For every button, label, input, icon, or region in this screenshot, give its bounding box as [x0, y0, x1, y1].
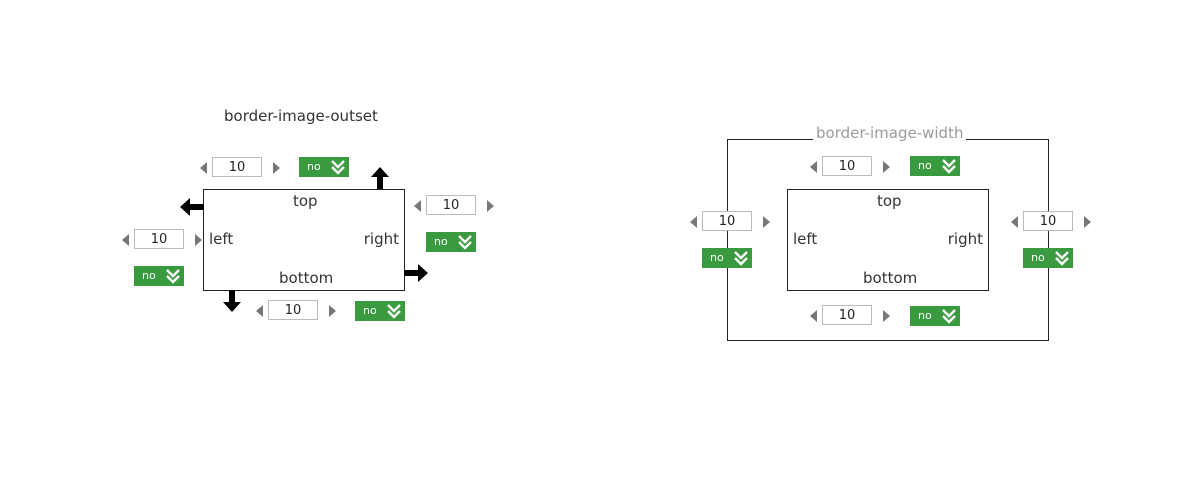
box-label-right: right — [947, 230, 983, 248]
toggle-label: no — [710, 251, 724, 264]
double-chevron-down-icon — [1055, 251, 1069, 266]
toggle-label: no — [1031, 251, 1045, 264]
width-bottom-toggle[interactable]: no — [910, 306, 960, 326]
double-chevron-down-icon — [458, 235, 472, 250]
outset-right-spinner — [414, 195, 494, 217]
outset-left-increment-icon[interactable] — [195, 234, 202, 246]
outset-bottom-input[interactable] — [268, 300, 318, 320]
outset-right-arrow-icon — [404, 264, 428, 282]
double-chevron-down-icon — [942, 159, 956, 174]
width-top-toggle[interactable]: no — [910, 156, 960, 176]
box-label-bottom: bottom — [279, 269, 334, 287]
width-left-input[interactable] — [702, 211, 752, 231]
double-chevron-down-icon — [387, 304, 401, 319]
outset-left-arrow-icon — [180, 198, 204, 216]
width-top-spinner — [810, 156, 890, 178]
width-bottom-increment-icon[interactable] — [883, 310, 890, 322]
box-label-top: top — [293, 192, 318, 210]
box-label-bottom: bottom — [863, 269, 918, 287]
width-left-spinner — [690, 211, 770, 233]
double-chevron-down-icon — [331, 160, 345, 175]
outset-bottom-arrow-icon — [223, 290, 241, 312]
toggle-label: no — [434, 235, 448, 248]
box-label-top: top — [877, 192, 902, 210]
double-chevron-down-icon — [734, 251, 748, 266]
width-preview-box: top left right bottom — [787, 189, 989, 291]
width-right-input[interactable] — [1023, 211, 1073, 231]
outset-left-spinner — [122, 229, 202, 251]
double-chevron-down-icon — [942, 309, 956, 324]
width-top-increment-icon[interactable] — [883, 161, 890, 173]
width-bottom-input[interactable] — [822, 305, 872, 325]
toggle-label: no — [307, 160, 321, 173]
toggle-label: no — [142, 269, 156, 282]
outset-preview-box: top left right bottom — [203, 189, 405, 291]
outset-top-toggle[interactable]: no — [299, 157, 349, 177]
toggle-label: no — [918, 309, 932, 322]
width-top-decrement-icon[interactable] — [810, 161, 817, 173]
outset-bottom-decrement-icon[interactable] — [256, 305, 263, 317]
width-right-increment-icon[interactable] — [1084, 216, 1091, 228]
outset-top-increment-icon[interactable] — [273, 162, 280, 174]
outset-top-input[interactable] — [212, 157, 262, 177]
outset-bottom-increment-icon[interactable] — [329, 305, 336, 317]
width-right-toggle[interactable]: no — [1023, 248, 1073, 268]
width-bottom-spinner — [810, 305, 890, 327]
outset-right-toggle[interactable]: no — [426, 232, 476, 252]
width-left-toggle[interactable]: no — [702, 248, 752, 268]
width-right-spinner — [1011, 211, 1091, 233]
toggle-label: no — [918, 159, 932, 172]
outset-title: border-image-outset — [224, 107, 378, 125]
outset-bottom-toggle[interactable]: no — [355, 301, 405, 321]
outset-left-input[interactable] — [134, 229, 184, 249]
width-top-input[interactable] — [822, 156, 872, 176]
width-bottom-decrement-icon[interactable] — [810, 310, 817, 322]
outset-right-decrement-icon[interactable] — [414, 200, 421, 212]
box-label-left: left — [209, 230, 234, 248]
outset-right-increment-icon[interactable] — [487, 200, 494, 212]
width-left-increment-icon[interactable] — [763, 216, 770, 228]
width-left-decrement-icon[interactable] — [690, 216, 697, 228]
width-right-decrement-icon[interactable] — [1011, 216, 1018, 228]
box-label-right: right — [363, 230, 399, 248]
outset-top-spinner — [200, 157, 280, 179]
toggle-label: no — [363, 304, 377, 317]
outset-bottom-spinner — [256, 300, 336, 322]
outset-left-decrement-icon[interactable] — [122, 234, 129, 246]
outset-left-toggle[interactable]: no — [134, 266, 184, 286]
outset-right-input[interactable] — [426, 195, 476, 215]
outset-top-decrement-icon[interactable] — [200, 162, 207, 174]
outset-top-arrow-icon — [371, 167, 389, 189]
box-label-left: left — [793, 230, 818, 248]
width-title: border-image-width — [813, 124, 967, 142]
double-chevron-down-icon — [166, 269, 180, 284]
